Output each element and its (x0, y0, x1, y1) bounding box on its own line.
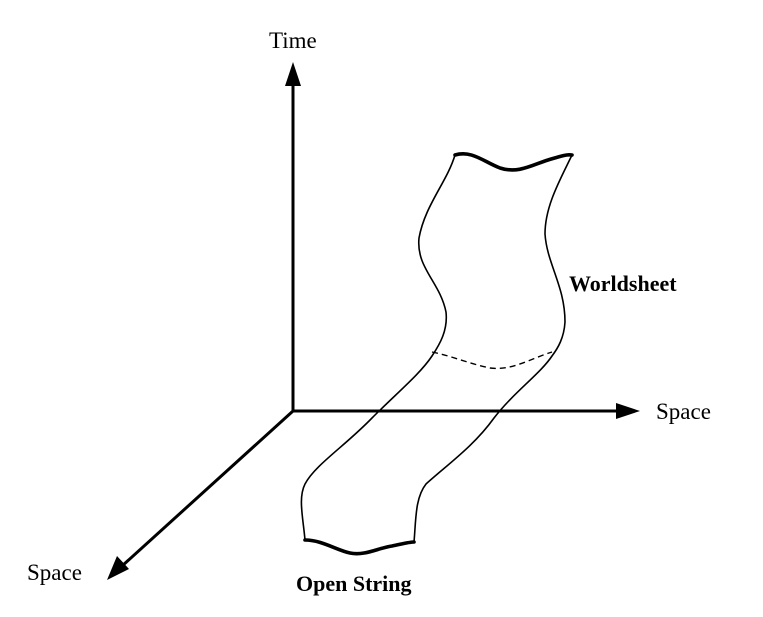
space-depth-axis (120, 409, 295, 568)
time-axis-label: Time (269, 28, 317, 53)
space-x-axis-label: Space (656, 399, 711, 424)
worldsheet-left-edge (300, 154, 456, 541)
axes (107, 62, 640, 580)
space-x-axis-arrowhead (616, 403, 640, 419)
labels: Time Space Space Worldsheet Open String (27, 28, 711, 596)
open-string-bottom (303, 538, 416, 556)
worldsheet-dashed-slice (431, 351, 553, 370)
open-string-label: Open String (296, 571, 412, 596)
worldsheet-label: Worldsheet (569, 271, 677, 296)
worldsheet-top-string (453, 152, 574, 172)
time-axis-arrowhead (285, 62, 301, 86)
worldsheet-surface (300, 152, 574, 556)
worldsheet-right-edge (413, 154, 573, 543)
space-depth-axis-arrowhead (107, 556, 129, 580)
space-depth-axis-label: Space (27, 560, 82, 585)
